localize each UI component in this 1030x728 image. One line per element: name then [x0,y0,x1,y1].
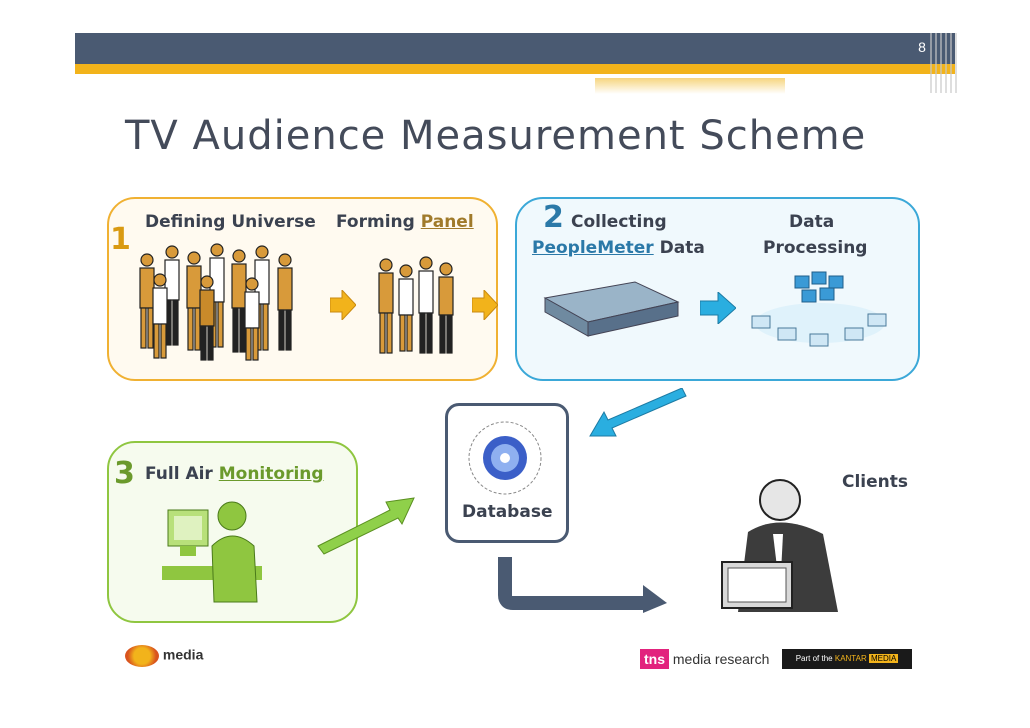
header-bar [75,33,955,64]
tns-logo-mark: tns [640,649,669,669]
header-grid-decoration [930,33,958,93]
full-air-text: Full Air [145,464,213,484]
arrow-right-blue-icon [700,292,736,324]
clients-label: Clients [842,472,909,492]
tns-logo: tns media research [640,649,769,669]
media-logo-text: media [162,646,204,663]
database-disc-icon [468,421,542,495]
crowd-icon [139,243,293,361]
peoplemeter-text: PeopleMeter [532,238,654,258]
forming-panel-label: Forming Panel [336,212,474,232]
data-text: Data [659,238,705,258]
panel-people-icon [378,256,454,354]
kantar-media: MEDIA [868,654,899,663]
step2-panel [515,197,920,381]
page-number: 8 [918,39,926,55]
full-air-monitoring-label: Full Air Monitoring [145,464,324,484]
header-stripe [75,64,955,74]
panel-text: Panel [420,212,474,232]
arrow-right-icon-2 [472,290,498,320]
arrow-right-icon [330,290,356,320]
monitoring-text: Monitoring [218,464,324,484]
database-label: Database [462,502,553,522]
kantar-pre: Part of the [795,654,833,663]
client-person-icon [721,479,838,612]
kantar-logo: Part of the KANTAR MEDIA Network [782,649,912,683]
peoplemeter-data-label: PeopleMeter Data [532,238,705,258]
data-processing-icon [751,271,887,347]
arrow-down-left-blue-icon [589,388,687,437]
media-logo-mark [125,645,159,667]
step2-number: 2 [543,200,564,235]
monitoring-operator-icon [162,501,262,603]
forming-text: Forming [336,212,415,232]
kantar-post: Network [832,674,862,683]
slide-title: TV Audience Measurement Scheme [125,113,867,159]
step1-number: 1 [110,222,131,257]
kantar-brand: KANTAR [834,654,867,663]
peoplemeter-device-icon [543,281,680,337]
data-processing-label-1: Data [789,212,835,232]
step3-panel [107,441,358,623]
collecting-label: Collecting [571,212,667,232]
step3-number: 3 [114,456,135,491]
data-processing-label-2: Processing [763,238,868,258]
arrow-up-right-green-icon [317,497,415,555]
defining-universe-label: Defining Universe [145,212,316,232]
media-logo: media [125,645,203,667]
arrow-to-clients-icon [498,557,667,613]
header-gradient [595,78,785,94]
tns-logo-text: media research [672,651,770,667]
